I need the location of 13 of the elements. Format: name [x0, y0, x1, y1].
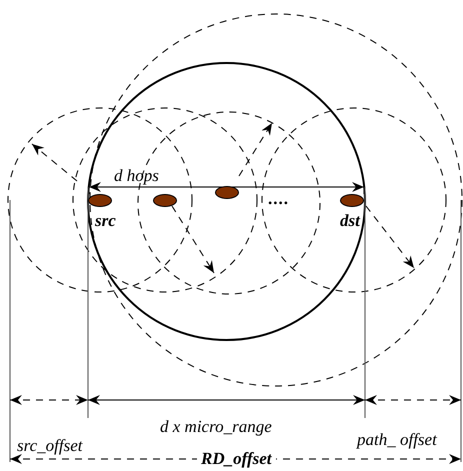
node-label: src	[95, 212, 116, 229]
node-ellipse	[88, 194, 112, 207]
dimension-label: src_offset	[17, 437, 82, 454]
edge-label: d hops	[114, 167, 159, 184]
ellipsis-dots: ....	[268, 190, 289, 207]
dimension-label: d x micro_range	[160, 418, 272, 435]
dimension-arrow	[88, 182, 364, 194]
node-ellipse	[340, 194, 364, 207]
node-label: dst	[340, 212, 360, 229]
dimension-label: RD_offset	[197, 450, 276, 467]
node-ellipse	[153, 194, 177, 207]
node-ellipse	[215, 186, 239, 199]
dimension-label: path_ offset	[357, 431, 437, 448]
